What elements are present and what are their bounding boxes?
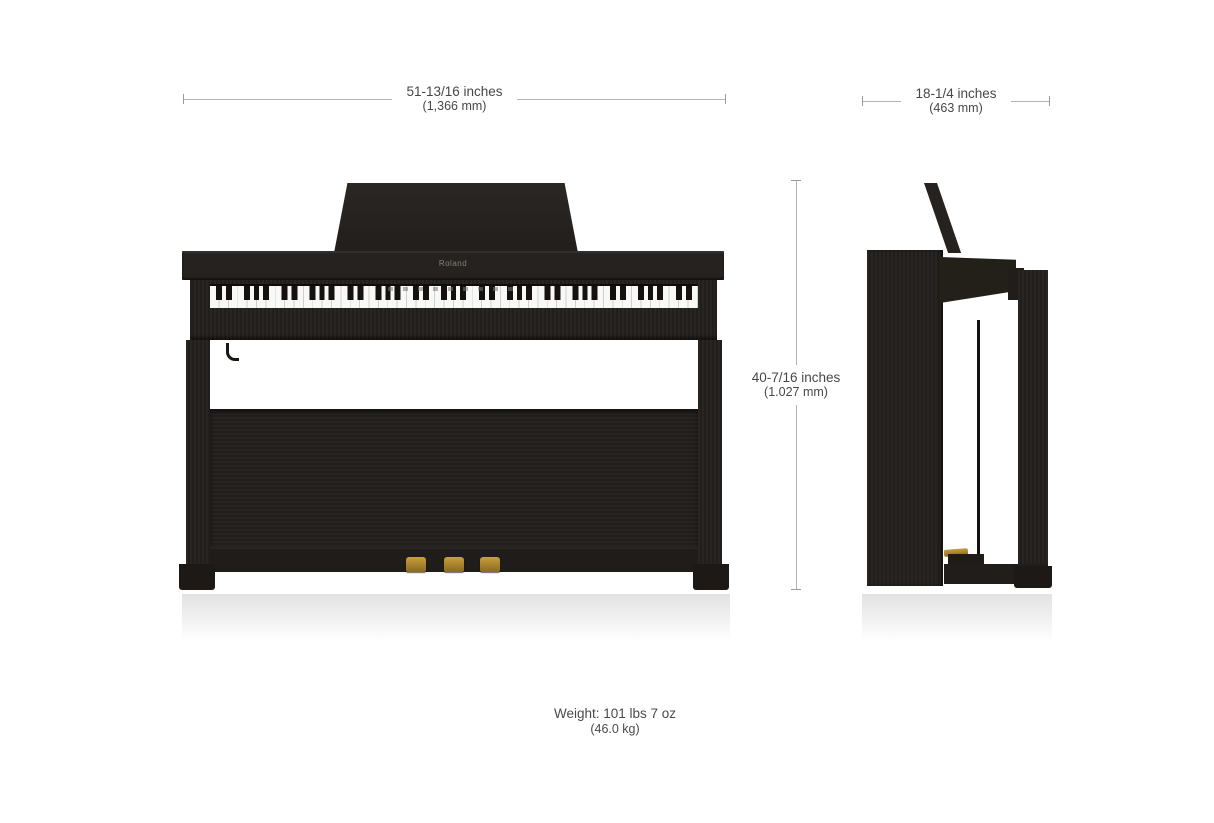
sostenuto-pedal (444, 557, 464, 572)
left-foot (179, 564, 215, 590)
depth-dimension-label: 18-1/4 inches (463 mm) (901, 85, 1010, 116)
height-dimension-label: 40-7/16 inches (1.027 mm) (752, 365, 841, 406)
dimension-line (863, 100, 902, 102)
depth-mm: (463 mm) (929, 100, 983, 115)
dimension-line (795, 405, 797, 589)
side-board (867, 250, 943, 586)
dimension-end-tick (1049, 96, 1050, 106)
dimension-line (516, 98, 726, 100)
black-keys (210, 286, 698, 300)
soft-pedal (406, 557, 426, 572)
key-cover-lid (182, 251, 724, 280)
depth-inches: 18-1/4 inches (915, 85, 997, 101)
music-rest-side (924, 183, 962, 253)
control-buttons (388, 287, 520, 291)
right-leg (698, 340, 722, 568)
music-rest (334, 183, 578, 253)
width-mm: (1,366 mm) (422, 98, 487, 113)
height-dimension: 40-7/16 inches (1.027 mm) (751, 180, 841, 590)
floor-reflection (182, 594, 730, 642)
right-foot (693, 564, 729, 590)
damper-pedal (480, 557, 500, 572)
dimension-end-tick (725, 94, 727, 104)
dimension-line (795, 181, 797, 365)
rear-foot (1014, 566, 1052, 588)
left-leg (186, 340, 210, 568)
headphone-hook (226, 343, 239, 361)
weight-annotation: Weight: 101 lbs 7 oz (46.0 kg) (495, 706, 735, 736)
floor-reflection-side (862, 594, 1052, 642)
dimension-end-tick (791, 589, 801, 590)
dimension-line (184, 98, 393, 100)
pedal-rod (977, 320, 980, 555)
rear-leg (1018, 270, 1048, 568)
depth-dimension: 18-1/4 inches (463 mm) (862, 86, 1050, 116)
dimension-line (1010, 100, 1049, 102)
dimension-end-tick (862, 96, 863, 106)
dimension-end-tick (183, 94, 184, 104)
weight-secondary: (46.0 kg) (590, 721, 640, 736)
keybed-side (940, 257, 1016, 303)
width-inches: 51-13/16 inches (406, 83, 503, 99)
height-mm: (1.027 mm) (764, 384, 828, 399)
height-inches: 40-7/16 inches (751, 369, 841, 385)
dimension-end-tick (791, 180, 801, 181)
weight-primary: Weight: 101 lbs 7 oz (553, 706, 677, 721)
width-dimension: 51-13/16 inches (1,366 mm) (183, 83, 727, 114)
width-dimension-label: 51-13/16 inches (1,366 mm) (392, 83, 516, 114)
brand-logo: Roland (438, 259, 468, 268)
lower-back-panel (210, 409, 698, 547)
